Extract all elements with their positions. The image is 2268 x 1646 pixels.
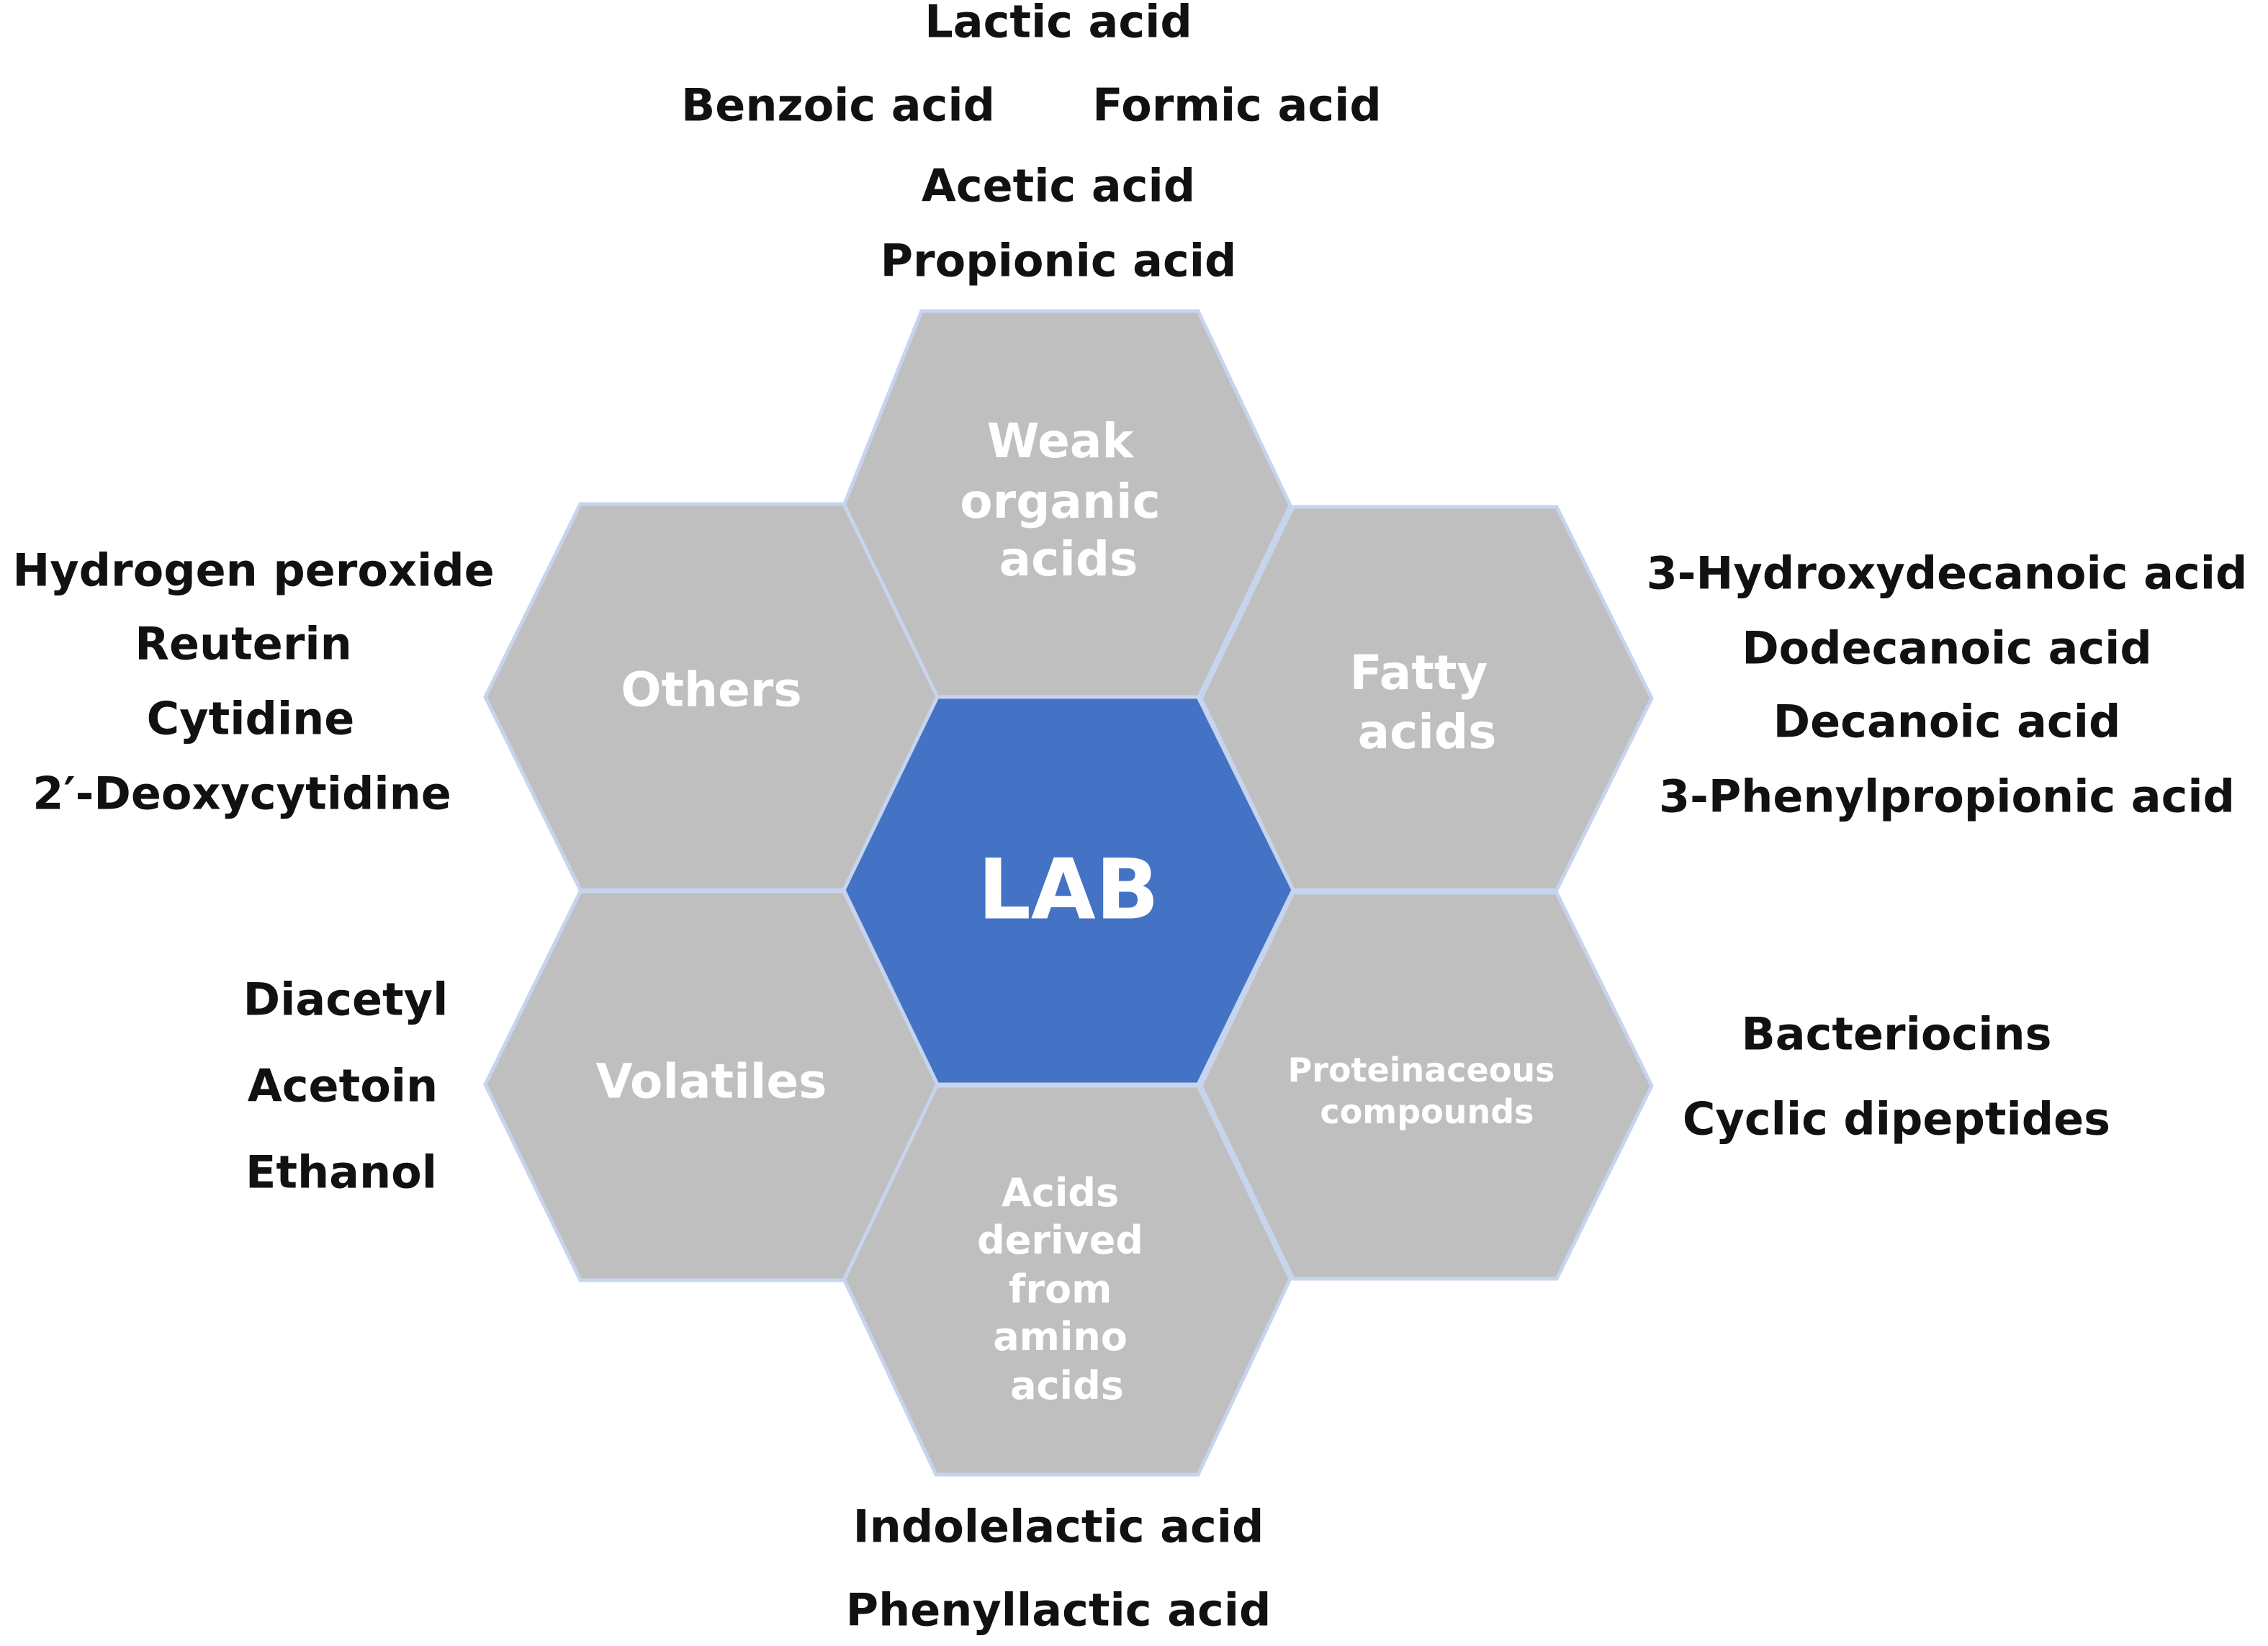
label-others: Others (621, 662, 801, 718)
label-line: from (1009, 1267, 1112, 1312)
label-weak-organic-acids: Weak organic acids (960, 413, 1176, 587)
label-line: organic (960, 474, 1160, 529)
items-proteinaceous-compounds: Bacteriocins Cyclic dipeptides (1683, 1008, 2110, 1146)
item-label: 2′-Deoxycytidine (32, 768, 451, 820)
item-label: Bacteriocins (1741, 1008, 2051, 1061)
item-label: Ethanol (246, 1146, 437, 1199)
item-label: Decanoic acid (1773, 696, 2121, 748)
item-label: Acetoin (248, 1060, 438, 1112)
item-label: Lactic acid (924, 0, 1192, 48)
item-label: Benzoic acid (681, 79, 995, 132)
items-others: Hydrogen peroxide Reuterin Cytidine 2′-D… (12, 544, 494, 820)
item-label: Reuterin (135, 618, 352, 670)
item-label: Cyclic dipeptides (1683, 1093, 2110, 1146)
item-label: Acetic acid (922, 160, 1195, 212)
item-label: Formic acid (1092, 79, 1381, 132)
items-fatty-acids: 3-Hydroxydecanoic acid Dodecanoic acid D… (1647, 547, 2248, 823)
item-label: 3-Phenylpropionic acid (1659, 770, 2235, 823)
label-line: acids (1358, 704, 1497, 760)
item-label: Indolelactic acid (853, 1501, 1264, 1553)
center-label: LAB (978, 842, 1159, 939)
item-label: 3-Hydroxydecanoic acid (1647, 547, 2248, 600)
label-line: Fatty (1350, 645, 1488, 701)
item-label: Cytidine (147, 693, 355, 745)
label-line: amino (993, 1314, 1128, 1359)
hex-center-lab (842, 695, 1295, 1087)
label-line: Proteinaceous (1288, 1051, 1555, 1089)
item-label: Phenyllactic acid (846, 1584, 1272, 1637)
label-acids-from-amino-acids: Acids derived from amino acids (977, 1170, 1157, 1408)
label-proteinaceous-compounds: Proteinaceous compounds (1288, 1051, 1567, 1131)
label-line: compounds (1320, 1092, 1534, 1131)
items-acids-from-amino-acids: Indolelactic acid Phenyllactic acid (846, 1501, 1272, 1637)
label-line: acids (999, 531, 1138, 587)
item-label: Dodecanoic acid (1742, 622, 2152, 675)
label-fatty-acids: Fatty acids (1350, 645, 1505, 760)
items-weak-organic-acids: Lactic acid Benzoic acid Formic acid Ace… (681, 0, 1382, 287)
items-volatiles: Diacetyl Acetoin Ethanol (243, 973, 449, 1199)
item-label: Diacetyl (243, 973, 449, 1026)
label-line: Weak (987, 413, 1135, 469)
label-volatiles: Volatiles (596, 1054, 827, 1110)
label-line: Acids (1002, 1170, 1119, 1215)
item-label: Hydrogen peroxide (12, 544, 494, 597)
label-line: acids (1010, 1363, 1124, 1408)
label-line: derived (977, 1218, 1143, 1263)
item-label: Propionic acid (881, 235, 1237, 287)
